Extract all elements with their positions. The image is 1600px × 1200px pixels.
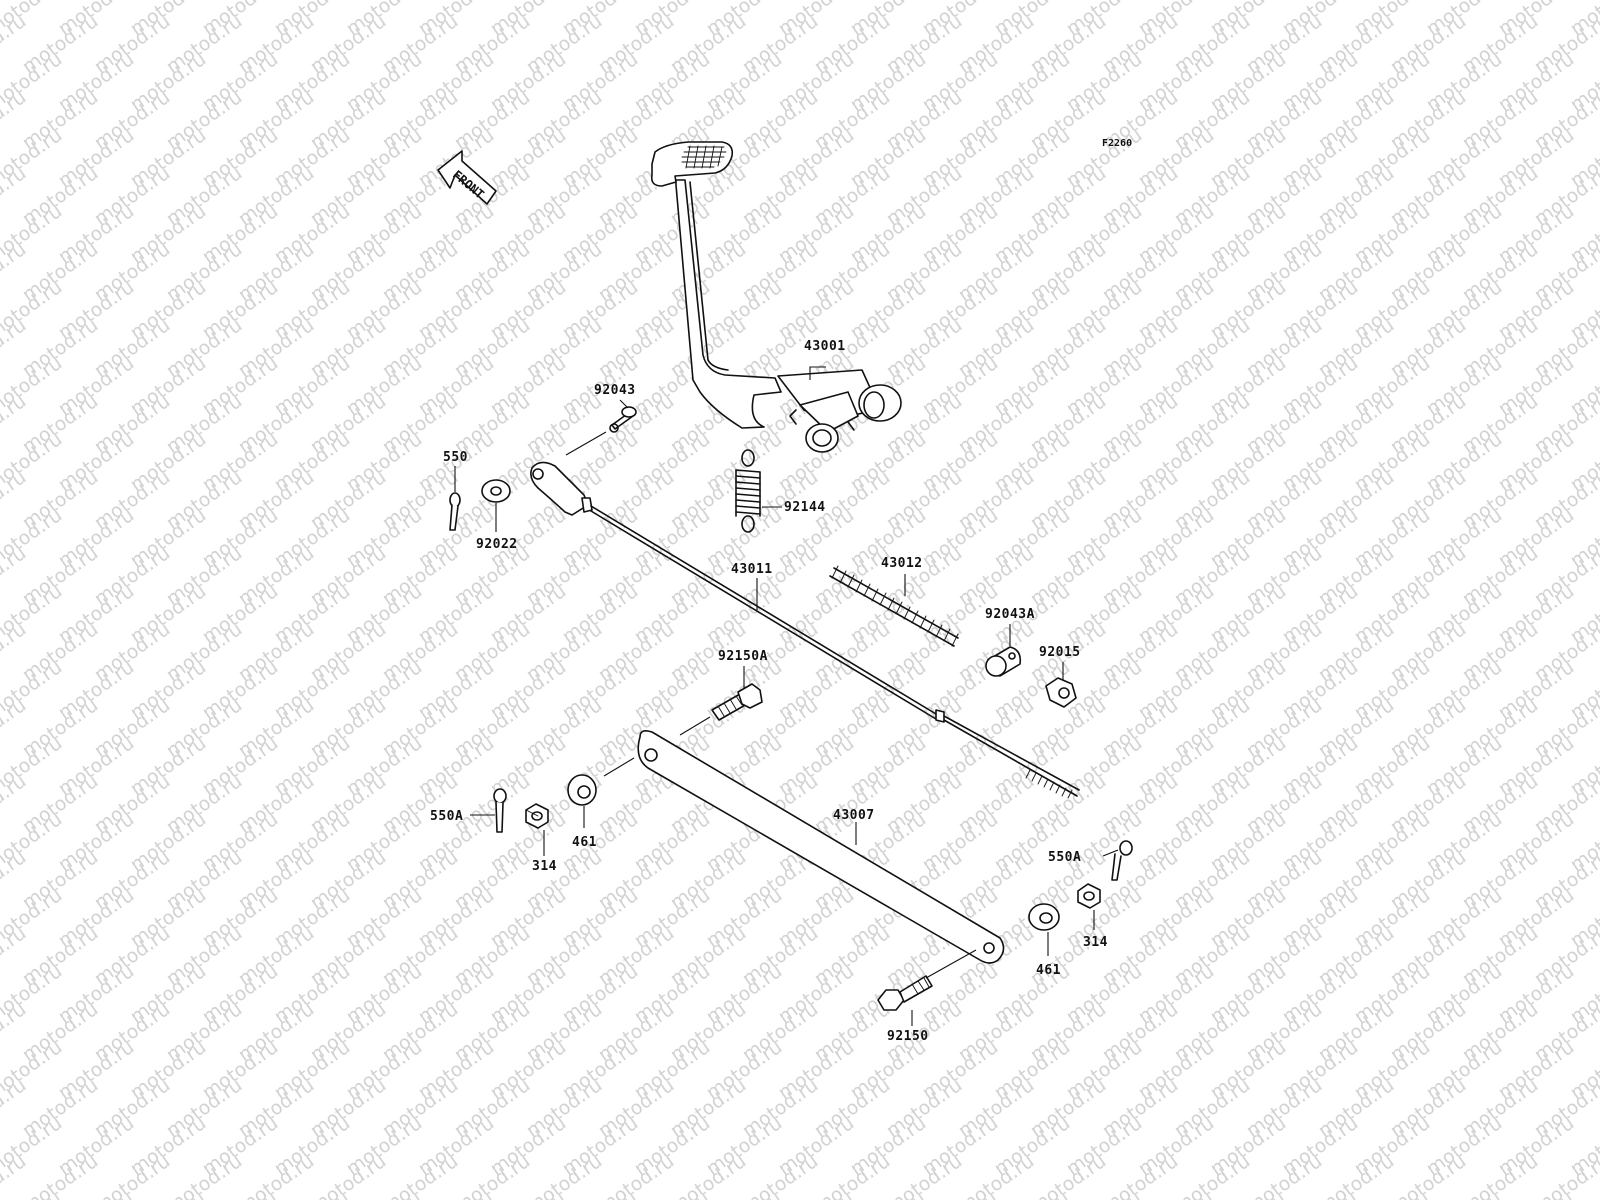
joint-pin-92043A-part (985, 646, 1022, 677)
brake-pedal-part (650, 141, 902, 453)
label-43011: 43011 (731, 562, 773, 577)
label-314-right: 314 (1083, 935, 1108, 950)
label-92150A: 92150A (718, 649, 768, 664)
cotter-pin-550-part (449, 492, 461, 531)
spring-92144-part (735, 449, 761, 533)
washer-461-left-part (567, 774, 597, 806)
pin-92043-part (609, 406, 637, 433)
label-92144: 92144 (784, 500, 826, 515)
label-92043: 92043 (594, 383, 636, 398)
nut-92015-part (1045, 677, 1077, 708)
bolt-92150A-part (711, 683, 763, 721)
front-arrow-icon: FRONT (437, 150, 497, 205)
cotter-pin-550A-right-part (1111, 840, 1133, 881)
label-461-left: 461 (572, 835, 597, 850)
link-arm-part (637, 730, 1005, 964)
rod-spring-part (829, 565, 959, 647)
label-92043A: 92043A (985, 607, 1035, 622)
washer-92022-part (481, 479, 511, 503)
label-550: 550 (443, 450, 468, 465)
label-43012: 43012 (881, 556, 923, 571)
brake-rod-part (530, 461, 1080, 799)
diagram-code: F2260 (1102, 138, 1132, 149)
label-461-right: 461 (1036, 963, 1061, 978)
label-92015: 92015 (1039, 645, 1081, 660)
bolt-92150-part (877, 975, 933, 1011)
label-92022: 92022 (476, 537, 518, 552)
label-314-left: 314 (532, 859, 557, 874)
label-550A-left: 550A (430, 809, 463, 824)
label-43007: 43007 (833, 808, 875, 823)
label-43001: 43001 (804, 339, 846, 354)
cotter-pin-550A-left-part (493, 788, 507, 833)
washer-461-right-part (1028, 903, 1060, 931)
nut-314-left-part (525, 803, 549, 829)
label-550A-right: 550A (1048, 850, 1081, 865)
nut-314-right-part (1077, 883, 1101, 909)
label-92150: 92150 (887, 1029, 929, 1044)
